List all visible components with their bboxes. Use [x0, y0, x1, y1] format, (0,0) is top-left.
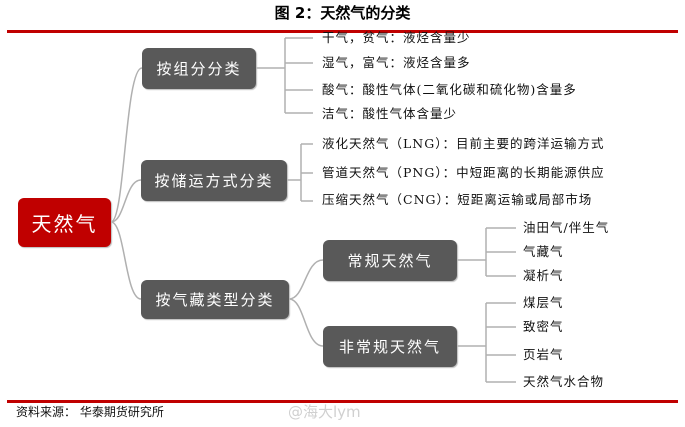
watermark: @海大lym: [288, 403, 361, 421]
leaf-item: 洁气：酸性气体含量少: [322, 106, 458, 121]
leaf-item: 湿气，富气：液烃含量多: [322, 55, 471, 70]
bottom-divider: [7, 400, 678, 403]
leaf-item: 凝析气: [523, 268, 564, 283]
category-transport: 按储运方式分类: [141, 160, 287, 201]
leaf-item: 压缩天然气（CNG）：短距离运输或局部市场: [322, 192, 593, 207]
leaf-item: 气藏气: [523, 244, 564, 259]
leaf-item: 管道天然气（PNG）：中短距离的长期能源供应: [322, 165, 605, 180]
leaf-item: 液化天然气（LNG）：目前主要的跨洋运输方式: [322, 136, 605, 151]
leaf-item: 天然气水合物: [523, 374, 605, 389]
leaf-item: 致密气: [523, 319, 564, 334]
leaf-item: 煤层气: [523, 295, 564, 310]
leaf-item: 酸气：酸性气体(二氧化碳和硫化物)含量多: [322, 82, 577, 97]
leaf-item: 干气，贫气：液烃含量少: [322, 30, 471, 45]
top-divider: [7, 30, 678, 33]
figure-title: 图 2：天然气的分类: [274, 4, 411, 22]
leaf-item: 油田气/伴生气: [523, 220, 610, 235]
root-node: 天然气: [18, 198, 111, 247]
leaf-item: 页岩气: [523, 347, 564, 362]
subcategory-unconventional: 非常规天然气: [323, 326, 457, 367]
subcategory-conventional: 常规天然气: [323, 240, 457, 281]
category-reservoir: 按气藏类型分类: [141, 280, 289, 319]
source-note: 资料来源： 华泰期货研究所: [16, 405, 164, 419]
category-composition: 按组分分类: [142, 48, 256, 89]
